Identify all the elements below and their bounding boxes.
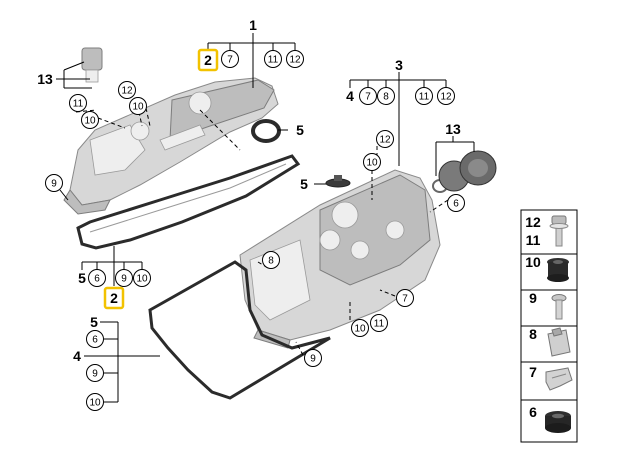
callout-5-top: 5	[296, 122, 304, 138]
seal-ring-icon	[545, 411, 571, 433]
highlight-box-2-gasket	[103, 286, 125, 310]
callout-13-left: 13	[37, 71, 53, 87]
caps-13-right	[438, 150, 497, 192]
seal-ring-top	[251, 119, 281, 143]
callout-9-gasket: 9	[121, 274, 127, 285]
parts-side-panel: 12 11 10 9 8 7	[520, 209, 578, 443]
callout-10-lower: 10	[89, 398, 101, 409]
callout-11-top: 11	[268, 55, 279, 66]
callout-13-right: 13	[445, 121, 461, 137]
callout-10b-mid: 10	[354, 324, 366, 335]
left-cylinder-head-cover	[63, 77, 279, 215]
callout-12-mid: 12	[379, 135, 391, 146]
callout-4-lower: 4	[73, 348, 81, 364]
callout-12-right: 12	[440, 92, 452, 103]
callout-6-mid: 6	[453, 199, 459, 210]
callout-6-gasket: 6	[94, 274, 100, 285]
right-cylinder-head-cover	[239, 169, 441, 349]
callout-7-right: 7	[365, 92, 371, 103]
panel-number-10: 10	[525, 254, 541, 270]
callout-7-mid: 7	[402, 294, 408, 305]
callout-11-mid: 11	[374, 319, 385, 330]
bracket-clip-icon	[547, 327, 571, 357]
panel-number-11: 11	[526, 232, 541, 248]
callout-7-top: 7	[227, 55, 233, 66]
callout-6-lower: 6	[92, 335, 98, 346]
highlight-box-2-top	[197, 48, 219, 72]
panel-number-8: 8	[529, 326, 537, 342]
callout-8-right: 8	[383, 92, 389, 103]
callout-9-left: 9	[51, 179, 57, 190]
callout-10b-left: 10	[132, 102, 144, 113]
callout-9-lower: 9	[92, 369, 98, 380]
callout-5-gasket: 5	[78, 270, 86, 286]
rubber-grommet-icon	[547, 258, 569, 282]
oil-filler-cap	[81, 47, 103, 83]
callout-5-mid: 5	[300, 176, 308, 192]
callout-10-left: 10	[84, 116, 96, 127]
seal-mid	[325, 175, 351, 188]
bolt-with-washer-icon	[549, 215, 569, 247]
left-gasket	[76, 154, 301, 250]
spring-clip-icon	[545, 367, 573, 391]
callout-12-left: 12	[121, 86, 133, 97]
callout-1: 1	[249, 17, 257, 33]
callout-labels: 1 2 7 11 12 13 11 10 12 10 9 5 3 4 7 8 1…	[37, 17, 465, 411]
callout-9-mid: 9	[310, 354, 316, 365]
panel-number-12: 12	[525, 214, 541, 230]
panel-number-7: 7	[529, 364, 537, 380]
callout-2-top: 2	[204, 52, 212, 68]
callout-12-top: 12	[289, 55, 301, 66]
callout-11-left: 11	[73, 99, 84, 110]
callout-2-gasket: 2	[110, 290, 118, 306]
panel-number-9: 9	[529, 290, 537, 306]
callout-10-mid: 10	[366, 158, 378, 169]
callout-3: 3	[395, 57, 403, 73]
callout-10-gasket: 10	[136, 274, 148, 285]
callout-4-top: 4	[346, 88, 354, 104]
callout-11-right: 11	[419, 92, 430, 103]
callout-5-lower: 5	[90, 314, 98, 330]
right-gasket	[148, 260, 331, 400]
small-screw-icon	[551, 294, 567, 320]
callout-8-mid: 8	[268, 256, 274, 267]
panel-number-6: 6	[529, 404, 537, 420]
leader-lines	[56, 33, 475, 403]
